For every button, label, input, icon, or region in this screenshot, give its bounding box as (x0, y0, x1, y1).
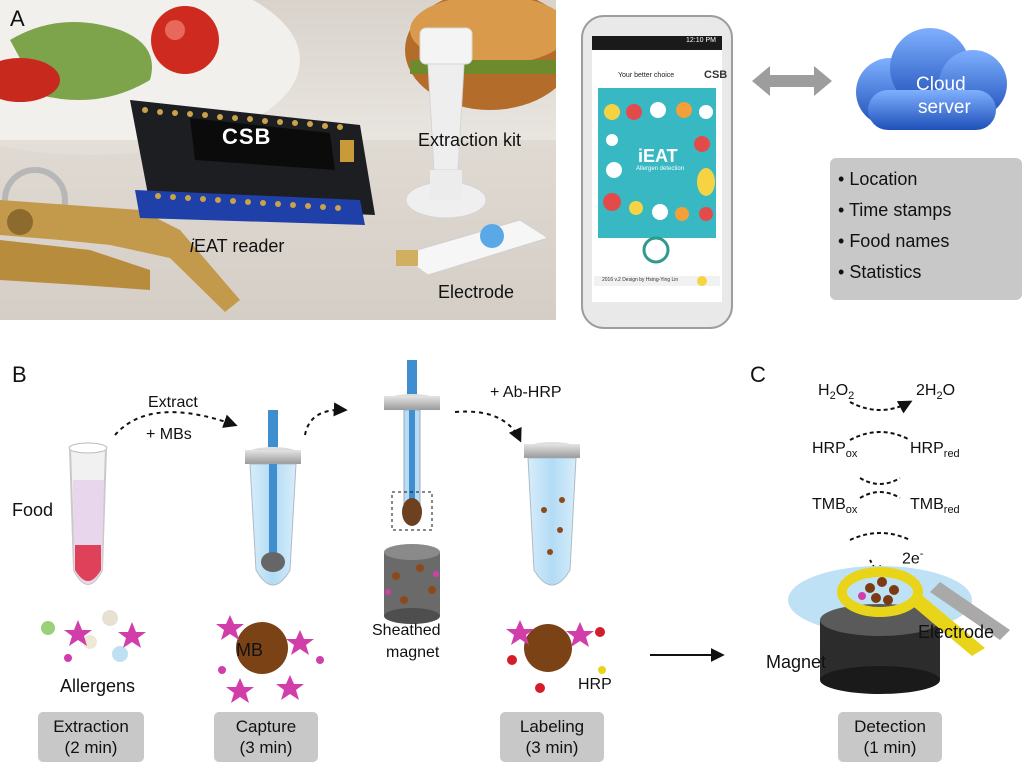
label-magnet-c: Magnet (766, 652, 827, 672)
list-item: • Time stamps (838, 200, 952, 220)
step-detection: Detection (1 min) (838, 712, 942, 762)
label-extract: Extract (148, 394, 198, 411)
step-labeling: Labeling (3 min) (500, 712, 604, 762)
reader-label-italic: i (190, 236, 194, 256)
step-extraction-name: Extraction (53, 717, 129, 736)
capture-tube (245, 410, 301, 586)
info-location: Location (849, 169, 918, 189)
cloud-text-line1: Cloud (916, 74, 966, 95)
tomato (151, 6, 219, 74)
label-magnet-b: magnet (386, 644, 440, 661)
label-mb: MB (236, 640, 263, 660)
workflow-illustration (41, 360, 1010, 703)
cloud-icon (856, 28, 1007, 130)
label-allergens: Allergens (60, 676, 136, 696)
phone-footer: 2016 v.2 Design by Hsing-Ying Lin (602, 277, 679, 283)
app-title: iEAT (638, 146, 678, 166)
info-time-stamps: Time stamps (848, 200, 952, 220)
label-hrp: HRP (578, 676, 612, 693)
ieat-reader-label: iEAT reader (190, 236, 284, 257)
panel-c-letter: C (750, 362, 766, 387)
arrow-extract (114, 411, 238, 436)
label-hrp-red: HRPred (910, 440, 960, 461)
label-electrode-c: Electrode (918, 622, 995, 642)
arrow-transfer (304, 402, 348, 436)
phone-body (581, 15, 733, 329)
step-capture: Capture (3 min) (214, 712, 318, 762)
food-tube (68, 442, 108, 585)
reader-label-rest: EAT reader (194, 236, 285, 256)
label-electron: 2e- (902, 548, 924, 568)
extraction-kit (405, 27, 487, 219)
label-2h2o: 2H2O (916, 382, 956, 403)
label-food: Food (12, 500, 54, 520)
label-tmb-ox: TMBox (812, 496, 858, 517)
key (0, 200, 240, 312)
panel-a-photo: A CSB Extraction kit iEAT reader Electro… (0, 0, 556, 320)
ieat-reader-board (130, 100, 375, 225)
hrp-labeled-bead (506, 620, 606, 693)
electrode-strip (396, 219, 550, 276)
labeling-tube (524, 442, 580, 586)
detection-electrode (788, 566, 1010, 694)
step-labeling-name: Labeling (519, 717, 585, 736)
step-labeling-time: (3 min) (525, 738, 579, 757)
phone-brand: CSB (704, 69, 728, 81)
label-h2o2: H2O2 (818, 382, 855, 403)
info-food-names: Food names (849, 231, 950, 251)
step-detection-name: Detection (854, 717, 926, 736)
sheathed-magnet (384, 360, 440, 624)
cloud-data-list: • Location • Time stamps • Food names • … (830, 158, 1022, 300)
cloud-text-line2: server (918, 97, 971, 118)
reader-screen-text: CSB (222, 124, 272, 149)
phone-status-time: 12:10 PM (686, 37, 716, 44)
arrow-label (454, 410, 522, 443)
panel-a-letter: A (10, 6, 25, 31)
allergens-cluster (41, 610, 146, 662)
list-item: • Food names (838, 231, 950, 251)
list-item: • Statistics (838, 262, 922, 282)
photo-illustration (0, 0, 556, 320)
smartphone: 12:10 PM Your better choice CSB iEAT All… (578, 14, 742, 332)
label-tmb-red: TMBred (910, 496, 960, 517)
extraction-kit-label: Extraction kit (418, 130, 522, 150)
step-capture-time: (3 min) (239, 738, 293, 757)
info-statistics: Statistics (849, 262, 922, 282)
app-subtitle: Allergen detection (636, 166, 685, 172)
step-extraction: Extraction (2 min) (38, 712, 144, 762)
label-mbs: + MBs (146, 426, 192, 443)
sync-arrow-icon (752, 66, 832, 96)
mb-bead (216, 615, 324, 703)
label-ab-hrp: + Ab-HRP (490, 384, 562, 401)
label-hrp-ox: HRPox (812, 440, 858, 461)
label-sheathed: Sheathed (372, 622, 441, 639)
step-detection-time: (1 min) (863, 738, 917, 757)
list-item: • Location (838, 169, 918, 189)
redox-cycles (849, 400, 913, 581)
panel-b-letter: B (12, 362, 27, 387)
step-capture-name: Capture (235, 717, 297, 736)
electrode-label: Electrode (438, 282, 515, 302)
step-extraction-time: (2 min) (64, 738, 118, 757)
cloud-server: Cloud server (838, 22, 1018, 140)
phone-tagline: Your better choice (618, 72, 675, 79)
